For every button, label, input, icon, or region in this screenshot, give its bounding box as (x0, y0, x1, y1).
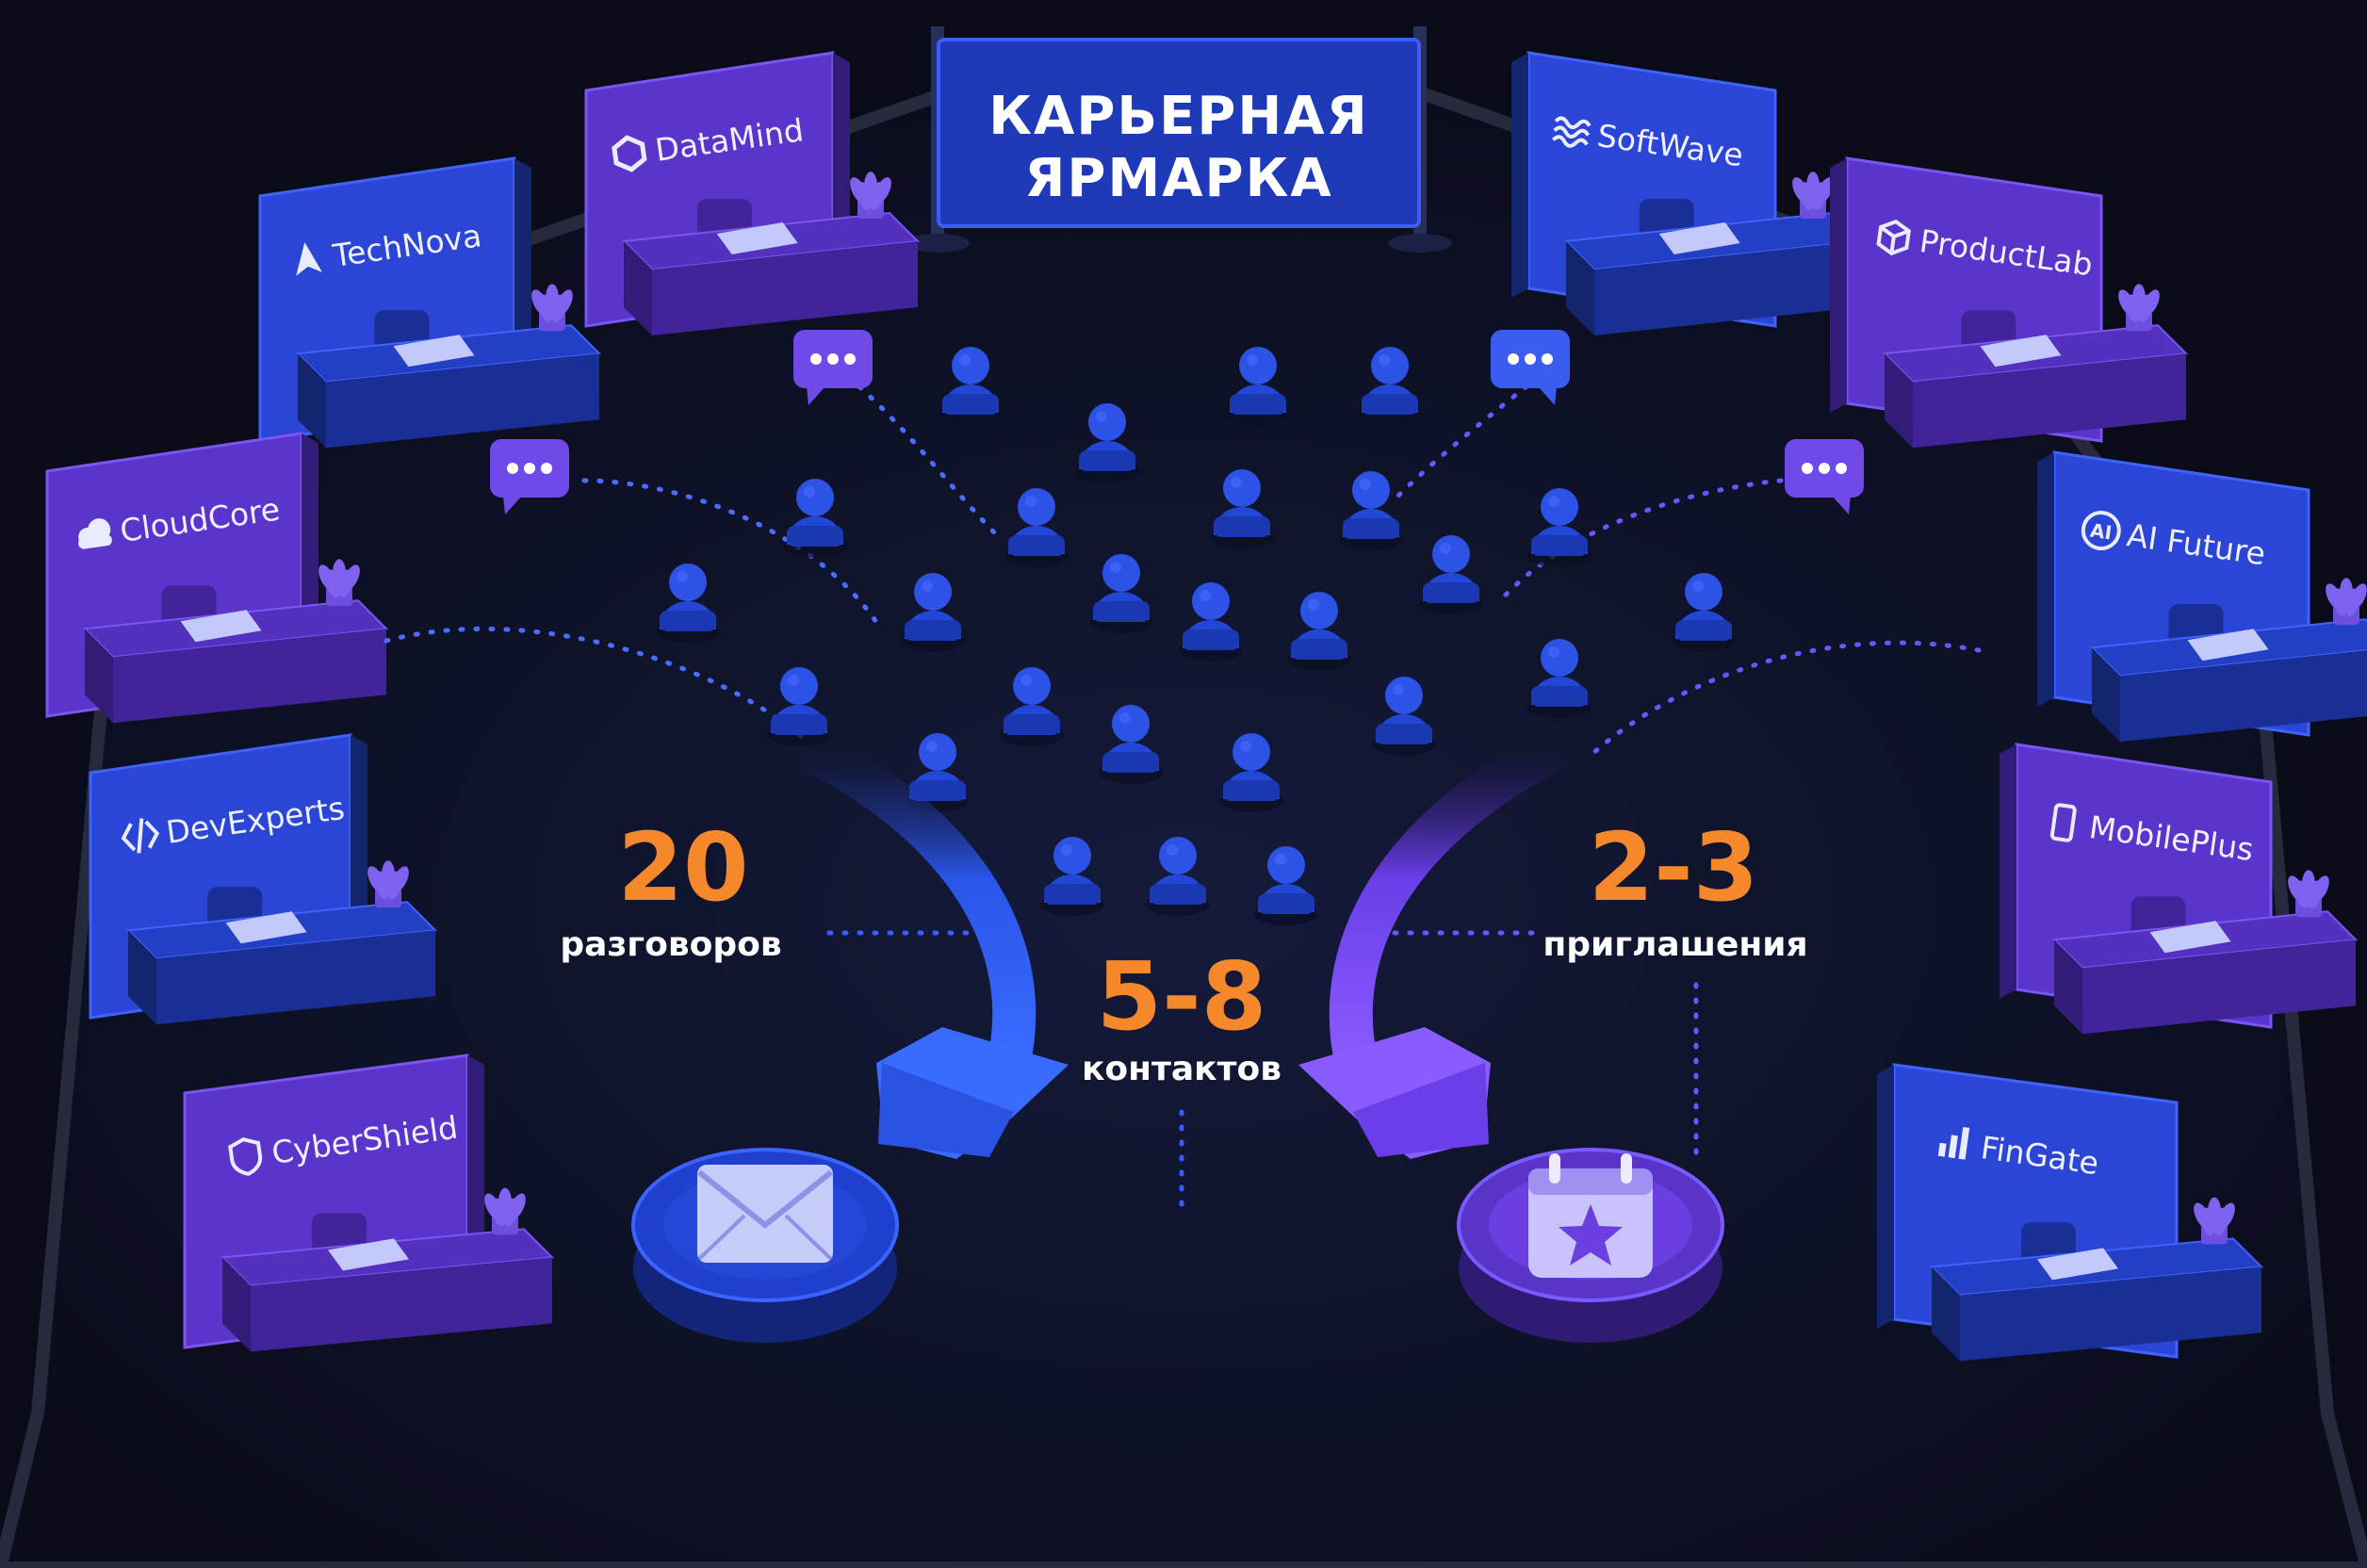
plant-icon (850, 172, 891, 219)
visitor-icon (1000, 667, 1064, 746)
stat-label: контактов (1082, 1050, 1281, 1088)
visitor-icon (1527, 488, 1592, 567)
plant-icon (2118, 284, 2160, 332)
visitor-icon (906, 733, 970, 812)
visitor-icon (1372, 677, 1436, 756)
title-line-1: КАРЬЕРНАЯ (988, 86, 1368, 147)
laptop-icon (180, 610, 262, 643)
chat-bubble-icon (1785, 439, 1864, 514)
visitor-icon (1089, 554, 1153, 633)
visitor-icon (1146, 837, 1210, 916)
visitor-icon (1075, 403, 1139, 482)
cube-icon (1876, 219, 1911, 256)
arrow-to-envelope (798, 732, 1069, 1159)
calendar-star-icon (1528, 1153, 1653, 1278)
code-brackets-icon (121, 818, 160, 854)
hexagon-icon (612, 135, 647, 172)
visitor-icon (767, 667, 831, 746)
visitor-icon (656, 564, 720, 643)
visitor-icon (1226, 347, 1290, 426)
plant-icon (531, 284, 573, 332)
visitor-icon (1287, 592, 1351, 671)
booth-datamind: DataMind (584, 51, 921, 335)
laptop-icon (1658, 222, 1740, 254)
booth-productlab: ProductLab (1830, 156, 2189, 449)
laptop-icon (393, 335, 475, 368)
bar-chart-icon (1937, 1127, 1970, 1160)
chat-bubble-icon (490, 439, 569, 514)
visitor-icon (901, 573, 965, 652)
chat-bubble-icon (793, 330, 873, 405)
laptop-icon (1980, 335, 2062, 368)
visitor-icon (1527, 639, 1592, 718)
visitor-icon (1672, 573, 1736, 652)
visitor-icon (783, 479, 847, 558)
laptop-icon (328, 1238, 409, 1271)
booth-cloudcore: CloudCore (45, 432, 389, 724)
laptop-icon (716, 222, 798, 254)
visitor-icon (1254, 846, 1318, 925)
visitor-icon (1339, 471, 1403, 550)
stat-invitations: 2-3 приглашения (1543, 812, 1807, 964)
visitor-icon (1179, 582, 1243, 662)
stat-label: приглашения (1543, 925, 1807, 964)
visitor-icon (1004, 488, 1069, 567)
smartphone-icon (2049, 803, 2077, 842)
stat-label: разговоров (560, 925, 781, 964)
booth-fingate: FinGate (1877, 1063, 2264, 1362)
laptop-icon (225, 911, 307, 944)
visitor-icon (1210, 469, 1274, 548)
booth-softwave: SoftWave (1511, 51, 1863, 335)
booth-technova: TechNova (258, 156, 602, 449)
plant-icon (484, 1187, 526, 1235)
stat-value: 2-3 (1589, 812, 1759, 923)
visitor-icon (1099, 705, 1163, 784)
navigation-arrow-icon (296, 242, 322, 276)
visitor-icon (1219, 733, 1283, 812)
stat-value: 20 (617, 812, 748, 923)
booth-mobileplus: MobilePlus (2000, 743, 2359, 1035)
arrow-to-calendar (1298, 732, 1567, 1159)
visitor-icon (1040, 837, 1104, 916)
envelope-icon (697, 1165, 833, 1263)
stat-conversations: 20 разговоров (560, 812, 781, 964)
visitor-icon (1358, 347, 1422, 426)
laptop-icon (2037, 1248, 2118, 1281)
cloud-icon (78, 518, 112, 549)
laptop-icon (2187, 629, 2269, 662)
shield-icon (228, 1137, 263, 1176)
visitor-icon (939, 347, 1003, 426)
connectors (384, 374, 1982, 1209)
laptop-icon (2149, 921, 2231, 954)
booth-cybershield: CyberShield (183, 1054, 555, 1352)
svg-text:AI: AI (2089, 519, 2114, 545)
waves-icon (1551, 116, 1592, 148)
chat-bubbles (490, 330, 1864, 514)
plant-icon (1792, 172, 1834, 219)
calendar-badge (1457, 1148, 1724, 1343)
ai-badge-icon: AI (2081, 511, 2121, 551)
title-banner: КАРЬЕРНАЯ ЯРМАРКА (906, 26, 1452, 253)
booth-devexperts: DevExperts (89, 733, 438, 1025)
stat-value: 5-8 (1097, 941, 1267, 1052)
title-line-2: ЯРМАРКА (1024, 148, 1332, 209)
plant-icon (2194, 1197, 2235, 1245)
plant-icon (2288, 870, 2329, 918)
stat-contacts: 5-8 контактов (1082, 941, 1281, 1088)
plant-icon (2326, 578, 2367, 626)
visitor-icon (1419, 535, 1483, 614)
plant-icon (318, 559, 360, 607)
chat-bubble-icon (1491, 330, 1570, 405)
visitor-crowd (656, 347, 1736, 925)
plant-icon (367, 860, 409, 908)
envelope-badge (631, 1148, 899, 1343)
